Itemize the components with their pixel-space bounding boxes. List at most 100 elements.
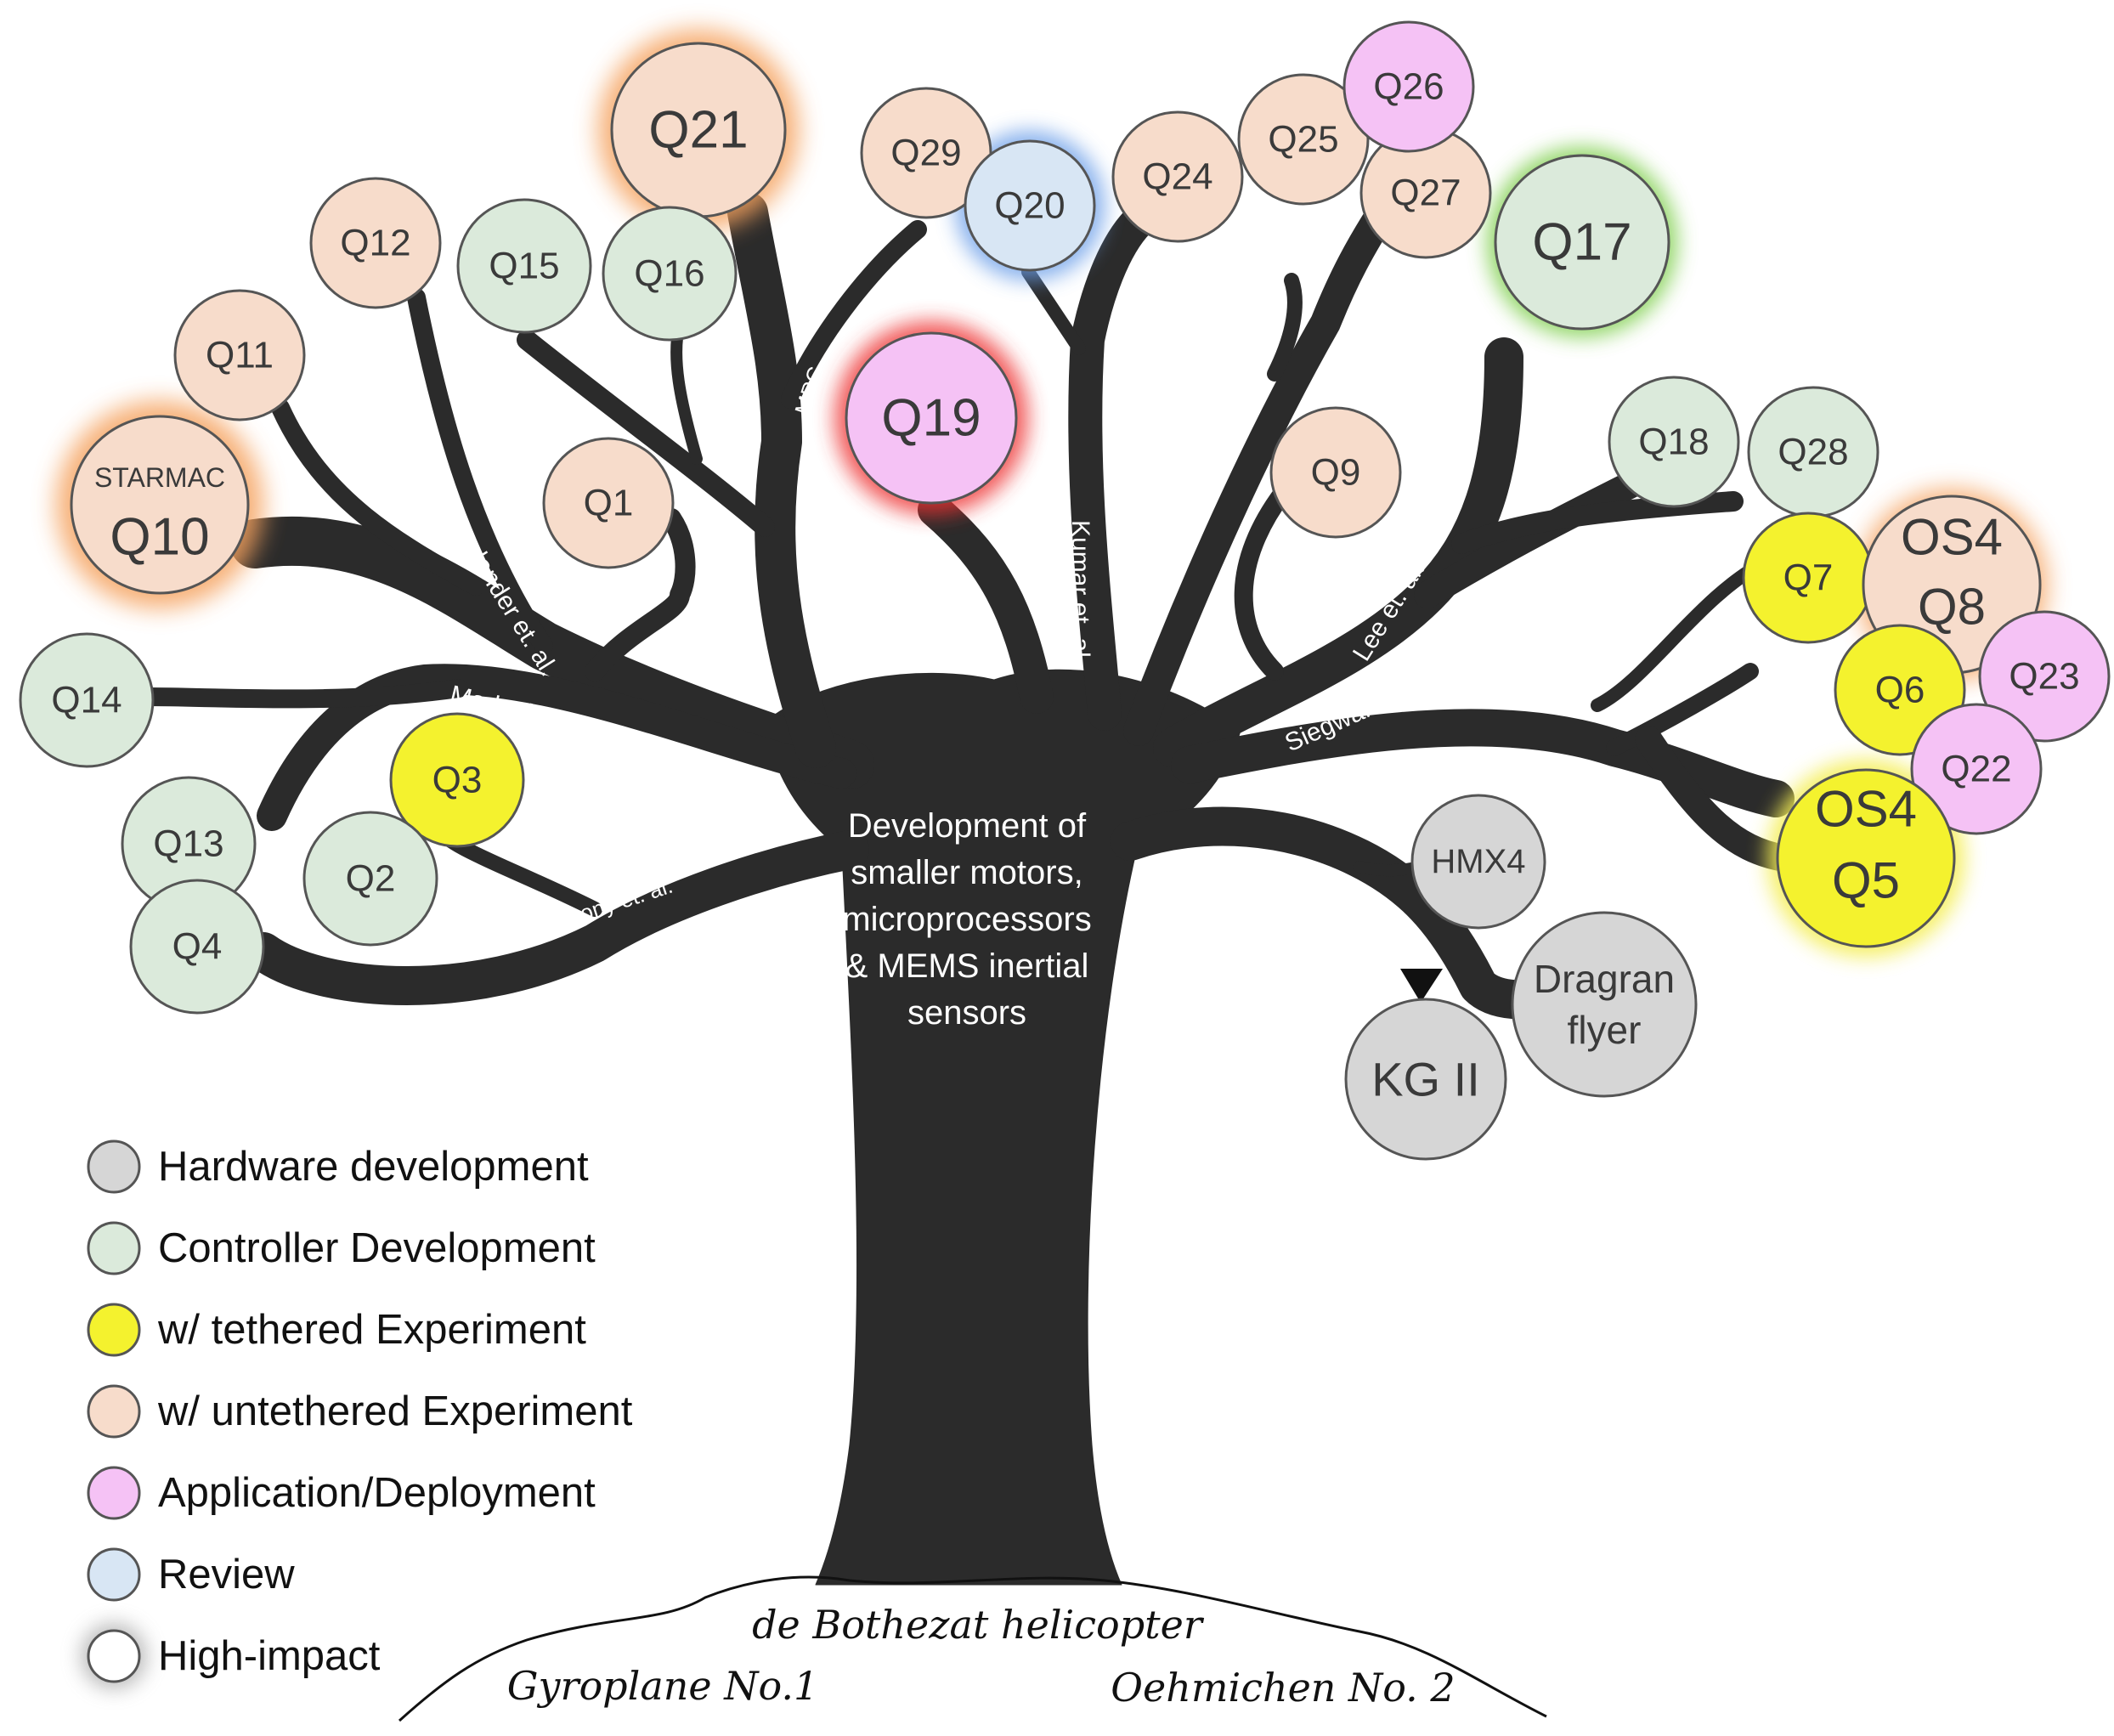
ground-label-center: de Bothezat helicopter <box>752 1602 1205 1648</box>
svg-text:Q9: Q9 <box>1311 452 1361 494</box>
svg-text:Dragran: Dragran <box>1534 957 1675 1001</box>
node-q20: Q20 <box>964 139 1096 272</box>
svg-text:Q20: Q20 <box>994 185 1065 227</box>
legend-swatch <box>87 1221 141 1275</box>
svg-text:Q14: Q14 <box>51 680 122 721</box>
svg-text:Q12: Q12 <box>340 223 410 264</box>
svg-text:Q25: Q25 <box>1268 119 1338 161</box>
trunk-line-4: & MEMS inertial <box>845 947 1089 985</box>
svg-text:Q16: Q16 <box>634 253 704 295</box>
svg-text:Q27: Q27 <box>1390 172 1461 214</box>
trunk-caption: Development of smaller motors, microproc… <box>842 807 1091 1032</box>
node-kg2: KG II <box>1344 998 1507 1161</box>
node-q12: Q12 <box>309 177 442 309</box>
legend-label: Application/Deployment <box>158 1470 596 1516</box>
node-q24: Q24 <box>1111 110 1244 243</box>
node-q18: Q18 <box>1608 376 1740 508</box>
svg-text:Q26: Q26 <box>1373 66 1444 108</box>
svg-text:Q2: Q2 <box>346 858 396 900</box>
tree-silhouette <box>764 669 1241 1586</box>
svg-text:Q10: Q10 <box>110 508 209 567</box>
tree-trunk <box>815 832 1139 1586</box>
svg-text:Q18: Q18 <box>1638 421 1709 463</box>
node-hmx4: HMX4 <box>1410 794 1546 930</box>
svg-text:Q6: Q6 <box>1875 670 1925 711</box>
legend-item: Review <box>87 1547 295 1602</box>
trunk-line-2: smaller motors, <box>851 854 1082 891</box>
legend-swatch <box>87 1629 141 1683</box>
legend-label: Hardware development <box>158 1144 589 1190</box>
node-q26: Q26 <box>1342 20 1475 153</box>
svg-text:Q22: Q22 <box>1941 749 2011 790</box>
svg-text:Q24: Q24 <box>1142 156 1212 198</box>
kg2-arrow-icon <box>1400 969 1443 1003</box>
node-q7: Q7 <box>1742 512 1874 644</box>
node-q29: Q29 <box>860 87 992 219</box>
svg-text:Q11: Q11 <box>206 335 274 376</box>
legend-label: w/ tethered Experiment <box>157 1307 586 1353</box>
svg-text:Q28: Q28 <box>1778 432 1848 473</box>
node-q21: Q21 <box>610 42 787 218</box>
node-q23: Q23 <box>1978 610 2111 743</box>
svg-text:Q5: Q5 <box>1832 852 1900 909</box>
svg-text:OS4: OS4 <box>1901 509 2003 566</box>
legend-item: Application/Deployment <box>87 1466 596 1520</box>
branch-label-kumar: Kumar et. al. <box>1066 520 1094 664</box>
legend-item: Hardware development <box>87 1139 589 1194</box>
svg-text:KG II: KG II <box>1371 1053 1480 1106</box>
legend-swatch <box>87 1303 141 1357</box>
node-q2: Q2 <box>302 811 438 947</box>
svg-text:STARMAC: STARMAC <box>94 462 225 493</box>
svg-text:Q19: Q19 <box>881 389 981 448</box>
node-q17: Q17 <box>1494 154 1670 331</box>
svg-text:flyer: flyer <box>1568 1008 1642 1052</box>
legend-item: w/ untethered Experiment <box>87 1384 633 1439</box>
node-q4: Q4 <box>129 879 265 1015</box>
node-q14: Q14 <box>19 632 155 768</box>
trunk-line-1: Development of <box>848 807 1087 845</box>
svg-text:Q23: Q23 <box>2009 656 2079 698</box>
node-q13: Q13 <box>121 776 257 912</box>
ground-hill <box>398 1575 1547 1722</box>
svg-text:Q8: Q8 <box>1918 579 1986 636</box>
legend-swatch <box>87 1547 141 1602</box>
legend-label: High-impact <box>158 1633 381 1679</box>
trunk-line-5: sensors <box>907 994 1026 1032</box>
node-q15: Q15 <box>456 198 592 334</box>
node-q9: Q9 <box>1269 406 1402 539</box>
legend-label: w/ untethered Experiment <box>157 1388 633 1434</box>
ground-label-left: Gyroplane No.1 <box>507 1663 819 1709</box>
svg-text:Q29: Q29 <box>890 133 961 174</box>
legend-swatch <box>87 1384 141 1439</box>
legend-label: Controller Development <box>158 1225 596 1271</box>
legend-item: w/ tethered Experiment <box>87 1303 586 1357</box>
ground-label-right: Oehmichen No. 2 <box>1111 1665 1455 1711</box>
node-q1: Q1 <box>542 437 675 569</box>
trunk-line-3: microprocessors <box>842 901 1091 938</box>
svg-text:OS4: OS4 <box>1815 781 1917 838</box>
svg-text:HMX4: HMX4 <box>1431 843 1525 880</box>
tree-branches <box>139 180 1798 1020</box>
node-q27: Q27 <box>1359 127 1492 259</box>
node-q5: OS4 Q5 <box>1776 768 1956 948</box>
node-q3: Q3 <box>389 712 525 848</box>
node-q28: Q28 <box>1747 386 1879 518</box>
legend-swatch <box>87 1139 141 1194</box>
legend-label: Review <box>158 1552 295 1597</box>
svg-text:Q7: Q7 <box>1783 557 1834 599</box>
svg-text:Q13: Q13 <box>153 823 223 865</box>
svg-text:Q15: Q15 <box>489 246 559 287</box>
node-q16: Q16 <box>602 206 738 342</box>
node-q10: STARMAC Q10 <box>70 415 250 595</box>
legend-swatch <box>87 1466 141 1520</box>
node-q25: Q25 <box>1237 73 1370 206</box>
svg-text:Q17: Q17 <box>1532 213 1631 272</box>
node-q19: Q19 <box>845 331 1018 505</box>
svg-text:Q3: Q3 <box>432 760 483 801</box>
node-q22: Q22 <box>1910 703 2043 835</box>
svg-text:Q1: Q1 <box>584 483 634 524</box>
legend-item: High-impact <box>82 1624 381 1688</box>
legend-item: Controller Development <box>87 1221 596 1275</box>
node-q11: Q11 <box>173 289 306 421</box>
